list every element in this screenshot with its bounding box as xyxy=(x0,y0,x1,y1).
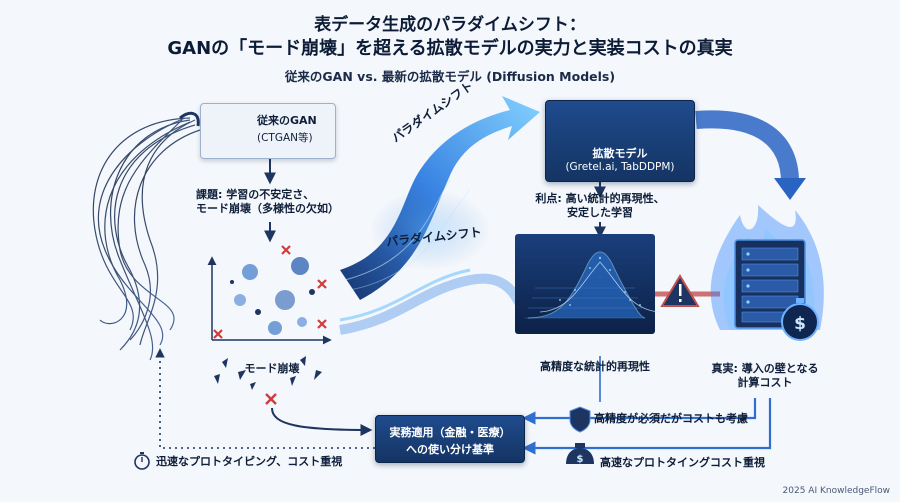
decision-box-line1: 実務適用（金融・医療） xyxy=(389,426,511,439)
arrow-collapse-to-decision xyxy=(271,407,373,436)
cost-label-line1: 真実: 導入の壁となる xyxy=(711,362,819,375)
shield-icon xyxy=(569,406,591,433)
arrow-diffusion-to-server-head xyxy=(774,178,806,200)
paradigm-shift-swoosh xyxy=(340,96,540,300)
high-fidelity-label: 高精度な統計的再現性 xyxy=(540,360,650,373)
title-line1: 表データ生成のパラダイムシフト： xyxy=(314,15,586,35)
server-icon xyxy=(710,205,824,330)
arrow-cost-to-decision-lower xyxy=(522,398,772,455)
distribution-panel xyxy=(515,234,661,334)
stopwatch-icon xyxy=(134,452,150,470)
gan-box: 従来のGAN (CTGAN等) xyxy=(200,103,336,159)
gan-turbulence-wave xyxy=(92,117,201,361)
diffusion-benefit: 利点: 高い統計的再現性、 安定した学習 xyxy=(520,192,680,221)
decision-box-line2: への使い分け基準 xyxy=(406,443,494,456)
diffusion-benefit-line1: 利点: 高い統計的再現性、 xyxy=(535,192,665,205)
collapse-final-x xyxy=(265,393,277,405)
footer-credit: 2025 AI KnowledgeFlow xyxy=(782,486,890,496)
gan-issue-line2: モード崩壊（多様性の欠如） xyxy=(196,202,339,216)
high-precision-note: 高精度が必須だがコストも考慮 xyxy=(594,412,748,425)
collapse-scatter-axes xyxy=(207,256,332,345)
diffusion-box: 拡散モデル (Gretel.ai, TabDDPM) xyxy=(545,100,695,182)
collapse-x-marks xyxy=(213,245,327,339)
subtitle: 従来のGAN vs. 最新の拡散モデル (Diffusion Models) xyxy=(284,69,616,84)
gan-box-line2: (CTGAN等) xyxy=(257,132,313,144)
decision-box: 実務適用（金融・医療） への使い分け基準 xyxy=(375,415,525,463)
gan-wave-tip xyxy=(179,111,200,127)
cost-label-line2: 計算コスト xyxy=(737,376,793,390)
fast-prototype-note-right: 高速なプロトタイングコスト重視 xyxy=(600,456,765,469)
fast-prototype-note-left: 迅速なプロトタイピング、コスト重視 xyxy=(156,455,343,468)
diffusion-box-line1: 拡散モデル xyxy=(592,147,648,160)
diffusion-box-line2: (Gretel.ai, TabDDPM) xyxy=(565,161,675,173)
svg-text:$: $ xyxy=(794,314,806,334)
diffusion-benefit-line2: 安定した学習 xyxy=(567,206,633,220)
gan-box-line1: 従来のGAN xyxy=(257,114,317,127)
title-line2: GANの「モード崩壊」を超える拡散モデルの実力と実装コストの真実 xyxy=(167,38,733,59)
money-bag-icon: $ xyxy=(566,443,594,465)
warning-icon xyxy=(660,274,700,307)
svg-text:$: $ xyxy=(577,454,584,465)
gan-issue-line1: 課題: 学習の不安定さ、 xyxy=(196,188,315,201)
mode-collapse-label: モード崩壊 xyxy=(244,362,300,375)
cost-label: 真実: 導入の壁となる 計算コスト xyxy=(700,362,830,391)
stopwatch-dollar-icon: $ xyxy=(781,298,819,341)
arrow-cost-to-decision-upper xyxy=(522,398,757,425)
collapse-clusters xyxy=(230,257,315,335)
arrow-diffusion-to-server xyxy=(695,110,799,183)
shattered-shards xyxy=(214,356,322,390)
gan-issue: 課題: 学習の不安定さ、 モード崩壊（多様性の欠如） xyxy=(196,188,376,217)
